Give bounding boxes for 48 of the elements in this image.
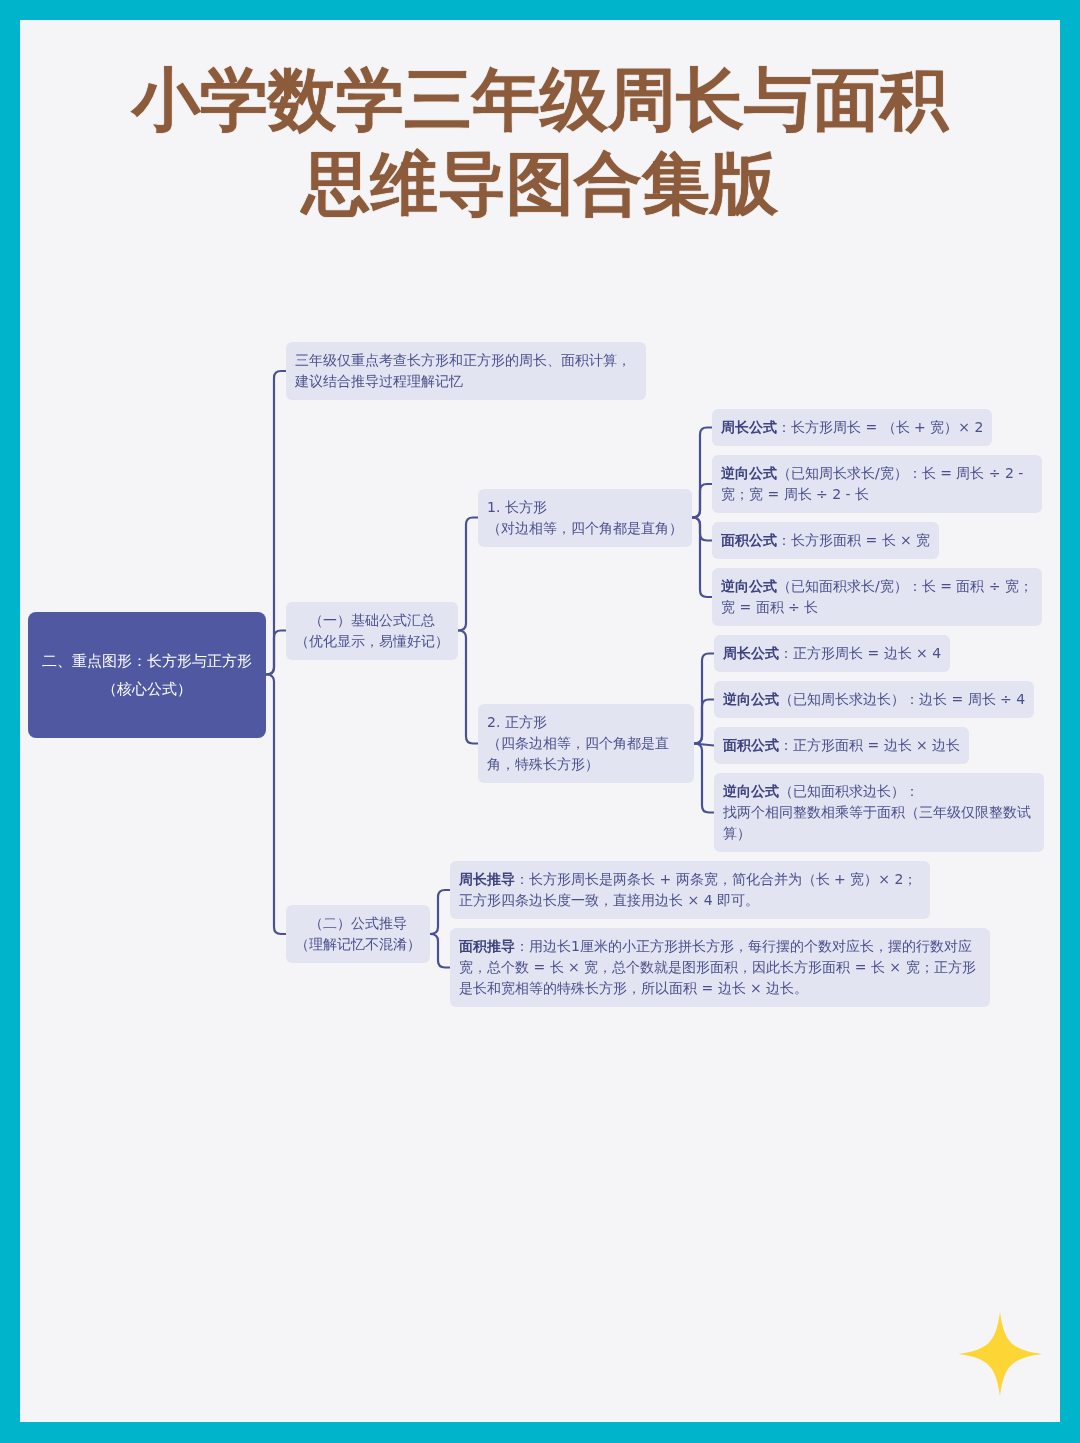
topic-text: 面积公式：长方形面积 = 长 × 宽 <box>721 531 931 550</box>
connector-line <box>456 629 480 745</box>
topic-text: 逆向公式（已知面积求长/宽）：长 = 面积 ÷ 宽；宽 = 面积 ÷ 长 <box>721 577 1033 617</box>
connector-line <box>690 482 714 519</box>
connector-line <box>428 932 452 969</box>
topic-text: （对边相等，四个角都是直角） <box>487 518 683 538</box>
topic-box <box>714 773 1044 852</box>
topic-box <box>712 409 993 446</box>
topic-text: （一）基础公式汇总 <box>308 610 436 630</box>
topic-text: 二、重点图形：长方形与正方形 <box>41 650 253 672</box>
topic-text: （四条边相等，四个角都是直角，特殊长方形） <box>487 734 670 774</box>
connector-line <box>264 673 288 936</box>
topic-box <box>714 681 1035 718</box>
topic-text: 面积推导：用边长1厘米的小正方形拼长方形，每行摆的个数对应长，摆的行数对应宽，总个数 = 长 × 宽，总个数就是图形面积，因此长方形面积 = 长 × 宽；正方形是长和宽相等的特殊长方形，所以面积 = 边长 × 边长。 <box>459 937 977 998</box>
topic-text: 三年级仅重点考查长方形和正方形的周长、面积计算，建议结合推导过程理解记忆 <box>295 351 632 391</box>
topic-box <box>712 522 940 559</box>
topic-text: 周长推导：长方形周长是两条长 + 两条宽，简化合并为（长 + 宽）× 2；正方形四条边长度一致，直接用边长 × 4 即可。 <box>459 870 919 910</box>
topic-box <box>712 455 1042 513</box>
central-topic-box <box>28 611 266 738</box>
topic-text: 面积公式：正方形面积 = 边长 × 边长 <box>723 736 961 755</box>
topic-text: 找两个相同整数相乘等于面积（三年级仅限整数试算） <box>723 803 1032 843</box>
topic-text: 周长公式：长方形周长 = （长 + 宽）× 2 <box>721 418 984 437</box>
topic-text: 1. 长方形 <box>487 497 548 517</box>
topic-text: （二）公式推导 <box>308 914 408 933</box>
topic-text: 周长公式：正方形周长 = 边长 × 4 <box>723 644 942 663</box>
topic-text: （优化显示，易懂好记） <box>295 631 449 651</box>
topic-box <box>450 861 930 919</box>
topic-text: 逆向公式（已知周长求长/宽）：长 = 周长 ÷ 2 - 宽；宽 = 周长 ÷ 2 - 长 <box>721 464 1025 504</box>
topic-box <box>478 488 692 547</box>
connector-line <box>690 516 714 599</box>
connector-line <box>692 742 716 814</box>
topic-box <box>450 928 990 1007</box>
topic-text: 2. 正方形 <box>487 713 548 732</box>
topic-box <box>714 727 970 764</box>
connector-line <box>456 516 480 632</box>
connector-line <box>692 698 716 745</box>
page-title: 小学数学三年级周长与面积思维导图合集版 <box>129 59 950 225</box>
connector-line <box>264 629 288 676</box>
topic-text: 逆向公式（已知面积求边长）： <box>723 782 920 801</box>
topic-box <box>714 635 951 672</box>
topic-box <box>286 601 458 660</box>
topic-box <box>712 568 1042 626</box>
topic-box <box>286 905 430 963</box>
topic-text: （核心公式） <box>101 678 193 700</box>
topic-box <box>478 704 694 783</box>
topic-text: （理解记忆不混淆） <box>295 935 421 954</box>
topic-text: 逆向公式（已知周长求边长）：边长 = 周长 ÷ 4 <box>723 690 1026 709</box>
topic-box <box>286 342 646 400</box>
